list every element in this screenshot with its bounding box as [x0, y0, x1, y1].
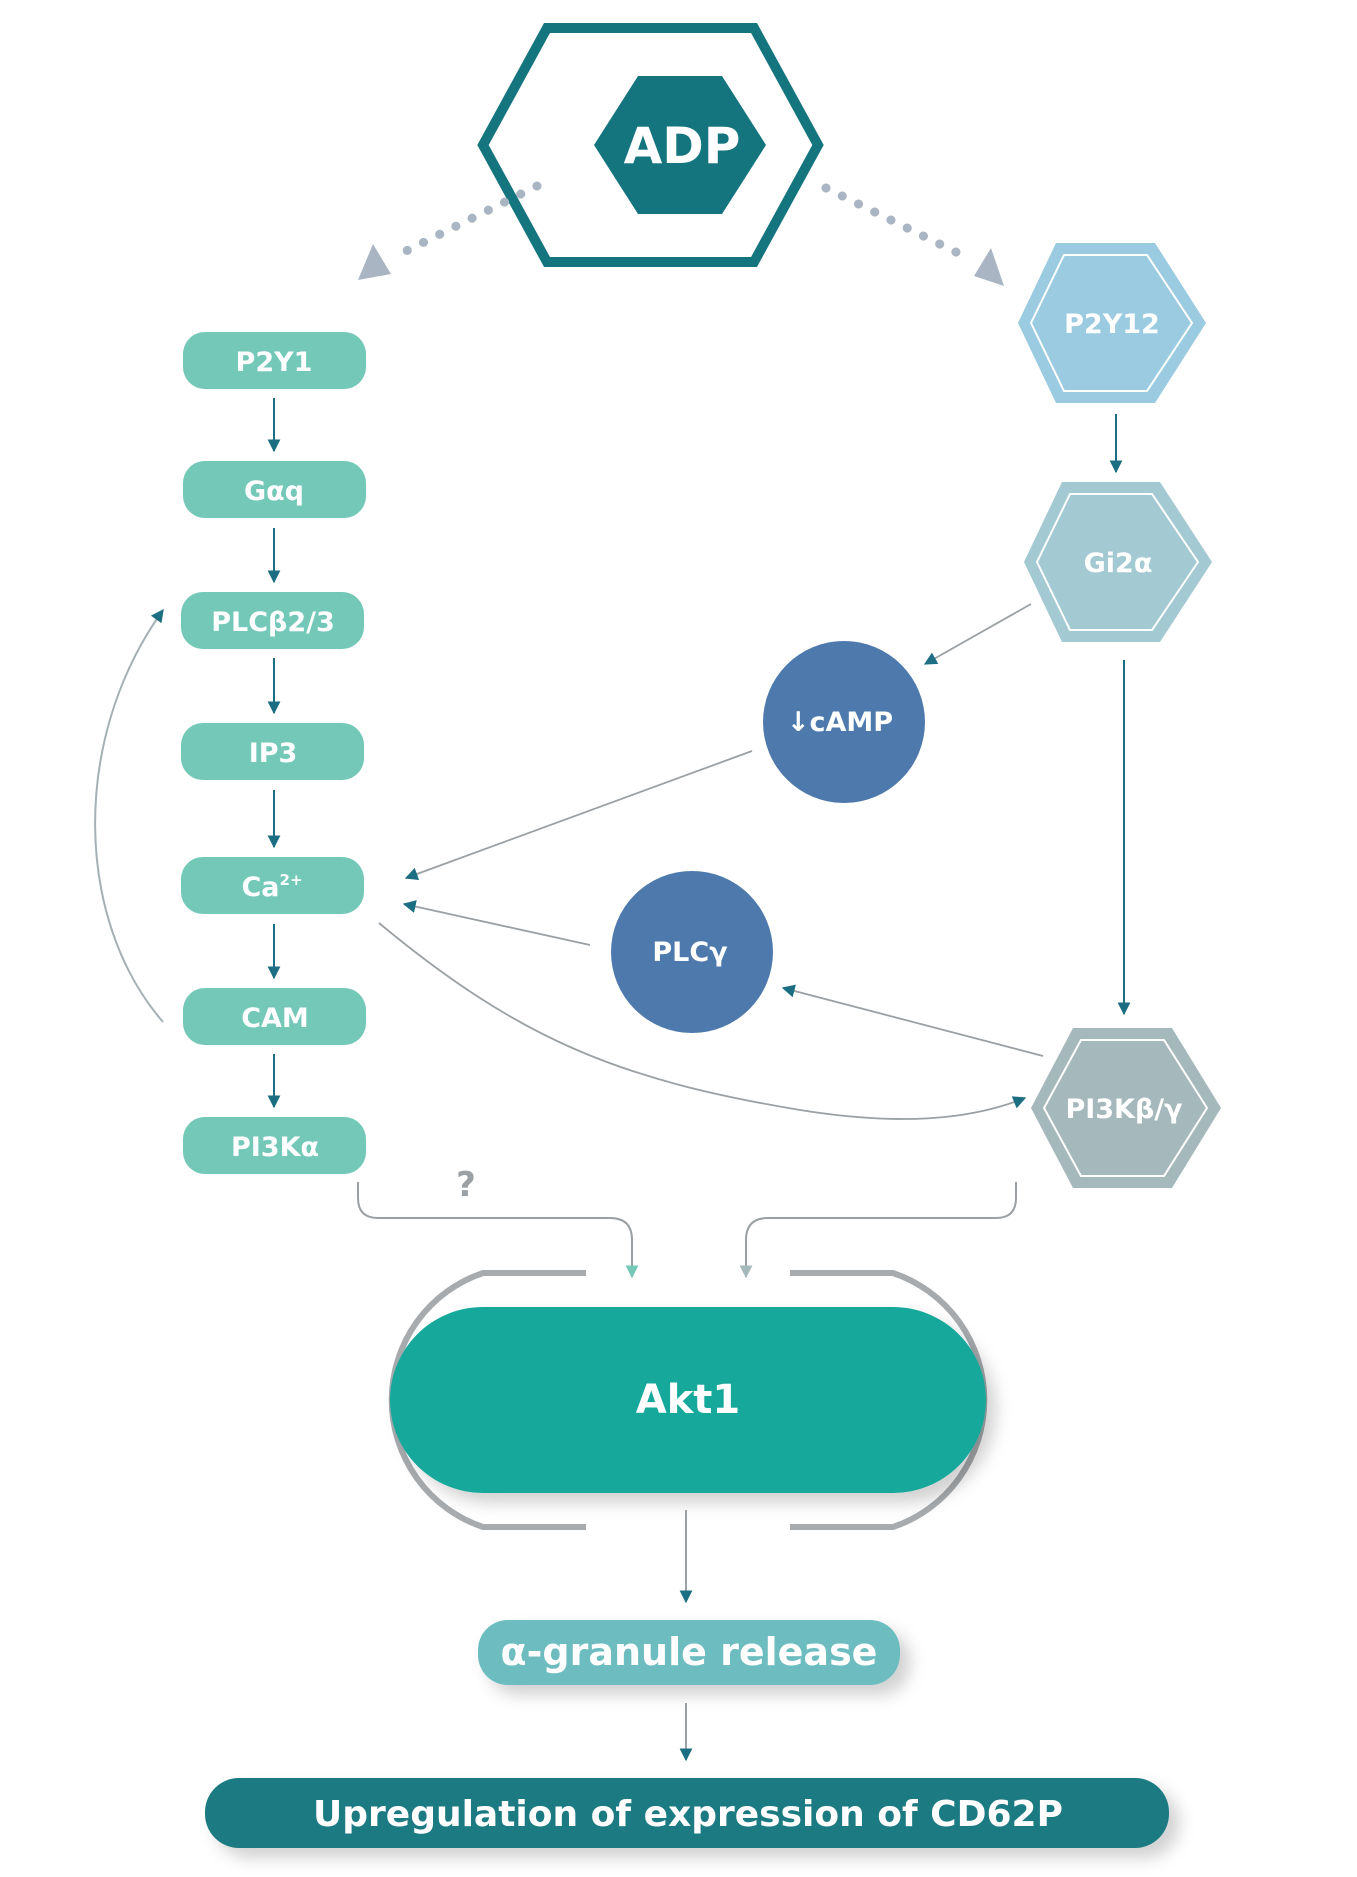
p2y12-node: P2Y12	[1018, 243, 1206, 403]
cross-arrows	[378, 603, 1044, 1120]
camp-label: ↓cAMP	[787, 707, 893, 738]
arrow-pi3kbg-plcg	[781, 984, 1044, 1057]
gi2a-label: Gi2α	[1084, 548, 1153, 579]
cam-label: CAM	[241, 1003, 309, 1034]
dotted-arrowhead-right	[974, 248, 1004, 286]
right-pathway: P2Y12 Gi2α PI3Kβ/γ	[1018, 243, 1221, 1188]
arrow-ca-pi3kbg	[378, 922, 1027, 1120]
arrow-pi3kbg-akt1	[739, 1182, 1017, 1279]
camp-node: ↓cAMP	[763, 641, 925, 803]
p2y12-label: P2Y12	[1064, 309, 1160, 340]
adp-dotted-arrows	[358, 181, 1004, 286]
ca-node: Ca2+	[181, 857, 364, 914]
cd62p-node: Upregulation of expression of CD62P	[205, 1778, 1169, 1848]
plcb-node: PLCβ2/3	[181, 592, 364, 649]
ca-label-superscript: 2+	[280, 871, 303, 889]
akt1-label: Akt1	[636, 1377, 741, 1423]
pi3ka-node: PI3Kα	[183, 1117, 366, 1174]
arrow-pi3ka-akt1	[357, 1182, 639, 1279]
p2y1-node: P2Y1	[183, 332, 366, 389]
arrow-camp-ca	[404, 750, 753, 881]
plcb-label: PLCβ2/3	[211, 607, 335, 638]
ca-label-main: Ca	[241, 872, 279, 903]
gaq-node: Gαq	[183, 461, 366, 518]
plcg-label: PLCγ	[652, 937, 727, 968]
gi2a-node: Gi2α	[1024, 482, 1212, 642]
cam-node: CAM	[183, 988, 366, 1045]
p2y1-label: P2Y1	[236, 347, 313, 378]
right-arrows	[1109, 414, 1131, 1016]
gaq-label: Gαq	[244, 476, 304, 507]
ca-label: Ca2+	[241, 871, 302, 903]
ip3-label: IP3	[249, 738, 298, 769]
arrow-cam-plcb-feedback	[94, 608, 164, 1023]
dotted-line-right	[821, 183, 973, 263]
granule-node: α-granule release	[478, 1620, 900, 1685]
dotted-arrowhead-left	[358, 244, 391, 280]
plcg-node: PLCγ	[611, 871, 773, 1033]
left-pathway: P2Y1 Gαq PLCβ2/3 IP3 Ca2+ CAM PI3Kα	[181, 332, 366, 1174]
uncertain-link-question-mark: ?	[456, 1165, 476, 1205]
dotted-line-left	[387, 181, 542, 263]
granule-label: α-granule release	[501, 1630, 878, 1674]
adp-label: ADP	[624, 117, 741, 175]
cd62p-label: Upregulation of expression of CD62P	[313, 1794, 1063, 1835]
akt1-inputs	[357, 1182, 1017, 1279]
pi3kbg-label: PI3Kβ/γ	[1065, 1094, 1182, 1125]
ip3-node: IP3	[181, 723, 364, 780]
arrow-gi2a-camp	[923, 603, 1032, 665]
akt1-node: Akt1	[390, 1307, 986, 1493]
pi3kbg-node: PI3Kβ/γ	[1031, 1028, 1221, 1188]
pi3ka-label: PI3Kα	[231, 1132, 319, 1163]
arrow-plcg-ca	[402, 900, 591, 946]
adp-node: ADP	[477, 23, 824, 267]
adp-inner-hexagon	[594, 76, 766, 214]
